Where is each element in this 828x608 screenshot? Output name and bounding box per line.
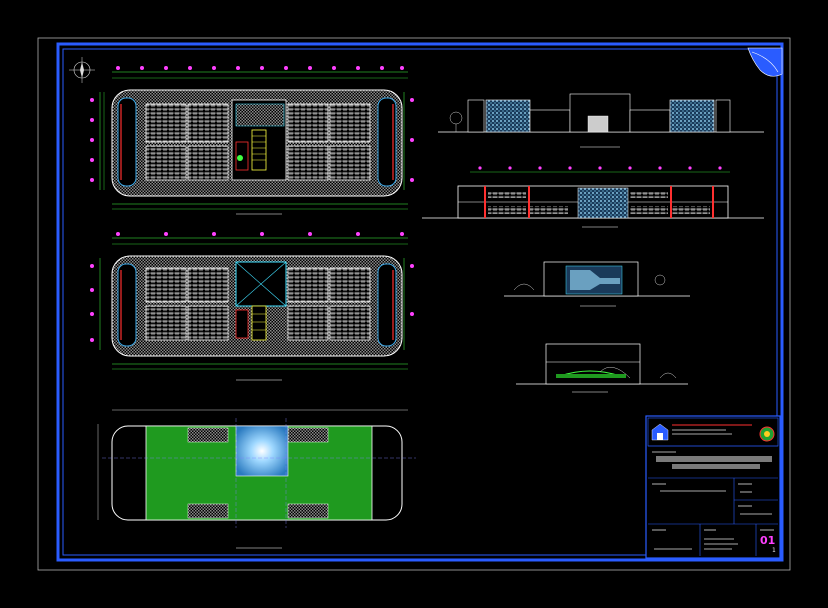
emblem-icon [759, 426, 775, 442]
section-b[interactable] [516, 343, 688, 393]
sheet-number: 01 [760, 534, 776, 547]
north-arrow-icon [69, 57, 95, 83]
university-logo-icon [651, 423, 669, 441]
side-elevation[interactable] [504, 261, 690, 307]
floor-plan-1[interactable] [90, 66, 414, 215]
sheet-sub-number: 1 [772, 547, 776, 554]
title-block[interactable] [645, 415, 781, 559]
section-a[interactable] [422, 166, 764, 228]
roof-plan[interactable] [97, 409, 416, 549]
front-elevation[interactable] [438, 93, 764, 148]
page-curl-icon [747, 47, 783, 77]
floor-plan-2[interactable] [90, 232, 414, 381]
